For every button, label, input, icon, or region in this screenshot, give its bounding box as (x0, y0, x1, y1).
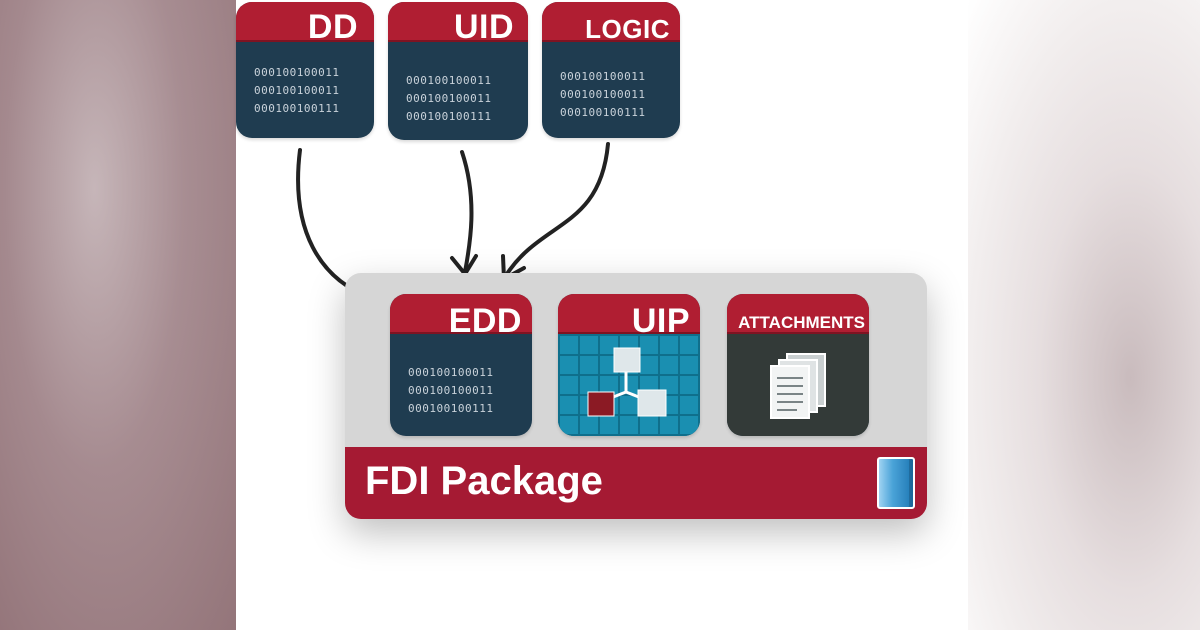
bit-row: 000100100011 (560, 70, 646, 83)
uid-tile-header (388, 2, 528, 42)
bit-row: 000100100111 (254, 102, 340, 115)
right-background-panel (968, 0, 1200, 630)
book-icon (877, 457, 915, 509)
uid-tile-bits: 000100100011 000100100011 000100100111 (406, 72, 491, 126)
fdi-package-title: FDI Package (365, 459, 603, 503)
fdi-package-footer: FDI Package (345, 447, 927, 519)
bit-row: 000100100011 (254, 84, 340, 97)
logic-tile-label: LOGIC (585, 14, 670, 44)
arrow-uid-to-edd (460, 150, 474, 274)
flow-diagram-icon (587, 347, 667, 417)
edd-tile-bits: 000100100011 000100100011 000100100111 (408, 364, 493, 418)
attachments-tile-label: ATTACHMENTS (738, 313, 865, 332)
dd-tile: DD 000100100011 000100100011 00010010011… (236, 2, 374, 138)
dd-tile-label: DD (307, 8, 358, 46)
logic-tile-bits: 000100100011 000100100011 000100100111 (560, 68, 645, 122)
arrow-uid-head (450, 254, 478, 276)
uip-tile-label: UIP (631, 302, 690, 340)
edd-tile-header (390, 294, 532, 334)
uip-tile: UIP (558, 294, 700, 436)
bit-row: 000100100011 (408, 366, 494, 379)
uid-tile: UID 000100100011 000100100011 0001001001… (388, 2, 528, 140)
bit-row: 000100100111 (406, 110, 492, 123)
bit-row: 000100100011 (560, 88, 646, 101)
attachments-tile: ATTACHMENTS (727, 294, 869, 436)
bit-row: 000100100111 (560, 106, 646, 119)
bit-row: 000100100011 (406, 74, 492, 87)
arrow-logic-to-edd (503, 142, 610, 279)
uid-tile-label: UID (453, 8, 514, 46)
uip-grid (558, 334, 700, 436)
edd-tile: EDD 000100100011 000100100011 0001001001… (390, 294, 532, 436)
left-background-panel (0, 0, 236, 630)
document-stack-icon (770, 353, 826, 419)
logic-tile-header (542, 2, 680, 42)
attachments-tile-header (727, 294, 869, 334)
edd-tile-label: EDD (448, 302, 522, 340)
bit-row: 000100100111 (408, 402, 494, 415)
bit-row: 000100100011 (406, 92, 492, 105)
logic-tile: LOGIC 000100100011 000100100011 00010010… (542, 2, 680, 138)
bit-row: 000100100011 (408, 384, 494, 397)
attachments-body (727, 334, 869, 436)
uip-tile-header (558, 294, 700, 334)
dd-tile-bits: 000100100011 000100100011 000100100111 (254, 64, 339, 118)
bit-row: 000100100011 (254, 66, 340, 79)
dd-tile-header (236, 2, 374, 42)
